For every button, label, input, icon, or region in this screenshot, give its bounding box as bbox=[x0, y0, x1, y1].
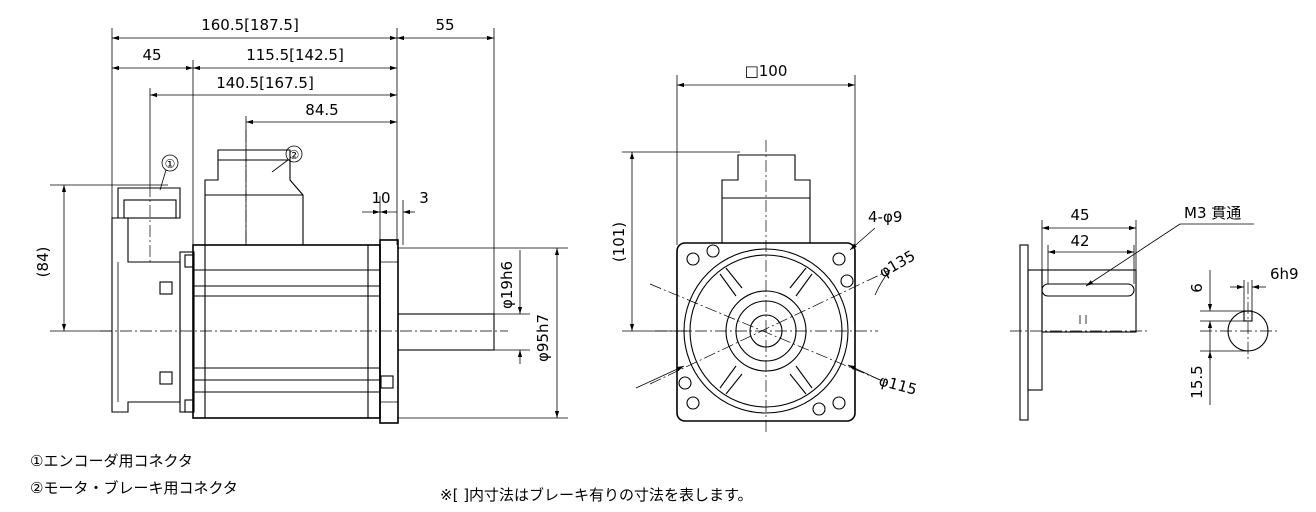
dim-flange-thickness: 10 bbox=[371, 189, 390, 207]
dim-flange-offset: 45 bbox=[142, 46, 161, 64]
dim-height-84: (84) bbox=[34, 247, 52, 278]
dim-mount-holes: 4-φ9 bbox=[868, 208, 902, 226]
dim-key-length-45: 45 bbox=[1070, 206, 1089, 224]
callout-power: ② bbox=[289, 148, 300, 162]
dim-tap: M3 貫通 bbox=[1184, 204, 1241, 222]
dim-shaft-step: 3 bbox=[419, 189, 429, 207]
dim-body-length: 115.5[142.5] bbox=[246, 46, 344, 64]
dim-shaft-length: 55 bbox=[435, 16, 454, 34]
front-view: □100 (101) bbox=[610, 62, 919, 432]
legend-motor-brake-connector: ②モータ・ブレーキ用コネクタ bbox=[30, 479, 238, 497]
footnote-brake: ※[ ]内寸法はブレーキ有りの寸法を表します。 bbox=[440, 486, 753, 504]
dim-spigot: φ115 bbox=[877, 371, 919, 398]
side-view: 160.5[187.5] 55 45 115.5[142.5] 140.5[16… bbox=[34, 16, 568, 424]
dim-pcd: φ135 bbox=[876, 247, 918, 282]
dim-square: □100 bbox=[745, 62, 788, 80]
dim-key-height: 15.5 bbox=[1188, 365, 1206, 398]
dim-key-width: 6h9 bbox=[1270, 265, 1299, 283]
legend-encoder-connector: ①エンコーダ用コネクタ bbox=[30, 452, 193, 470]
callout-encoder: ① bbox=[165, 157, 176, 171]
dim-spigot-dia: φ95h7 bbox=[534, 314, 552, 362]
dim-height-101: (101) bbox=[610, 222, 628, 262]
dim-key-length-42: 42 bbox=[1070, 232, 1089, 250]
dim-shaft-dia: φ19h6 bbox=[498, 261, 516, 309]
dim-encoder-connector-pos: 140.5[167.5] bbox=[216, 74, 314, 92]
dim-power-connector-pos: 84.5 bbox=[305, 101, 338, 119]
shaft-detail-view: 45 42 M3 貫通 6h9 6 15.5 bbox=[1010, 204, 1299, 421]
notes: ①エンコーダ用コネクタ ②モータ・ブレーキ用コネクタ ※[ ]内寸法はブレーキ有… bbox=[30, 452, 753, 504]
dim-total-length: 160.5[187.5] bbox=[201, 16, 299, 34]
dim-key-depth: 6 bbox=[1188, 283, 1206, 293]
